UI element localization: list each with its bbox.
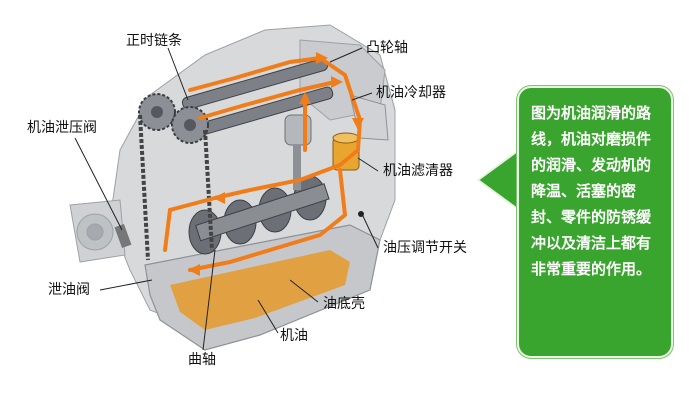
oil-filter-shape: [332, 132, 360, 171]
relief-valve-shape: [114, 223, 132, 249]
label-oil-filter: 机油滤清器: [383, 163, 453, 179]
label-pressure-switch: 油压调节开关: [383, 240, 467, 256]
description-callout: 图为机油润滑的路线，机油对磨损件的润滑、发动机的降温、活塞的密封、零件的防锈缓冲…: [517, 86, 673, 358]
label-oil-pan: 油底壳: [323, 296, 365, 312]
label-oil-relief-valve: 机油泄压阀: [27, 120, 97, 136]
crankshaft-shape: [188, 175, 330, 255]
callout-tail: [476, 148, 520, 212]
label-timing-chain: 正时链条: [126, 33, 182, 49]
oil-flow-paths: [163, 56, 363, 272]
label-engine-oil: 机油: [280, 328, 308, 344]
label-drain-valve: 泄油阀: [48, 282, 90, 298]
label-crankshaft: 曲轴: [188, 352, 216, 368]
oil-flow-arrows: [188, 52, 364, 276]
timing-sprockets: [138, 93, 214, 261]
pressure-switch-marker: [358, 211, 364, 217]
leader-lines: [74, 47, 379, 351]
label-camshaft: 凸轮轴: [366, 40, 408, 56]
callout-text: 图为机油润滑的路线，机油对磨损件的润滑、发动机的降温、活塞的密封、零件的防锈缓冲…: [531, 104, 652, 278]
oil-pan-shape: [144, 224, 381, 351]
label-oil-cooler: 机油冷却器: [376, 85, 446, 101]
